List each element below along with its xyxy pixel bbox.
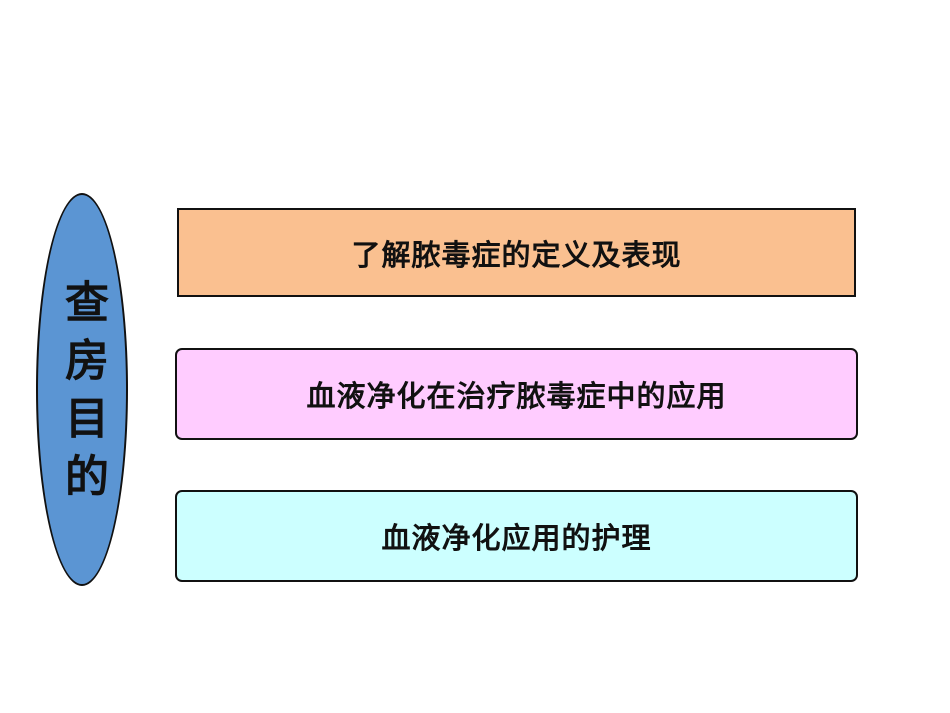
ellipse-title: 查房目的 [57, 278, 108, 511]
purpose-item-label: 了解脓毒症的定义及表现 [351, 237, 682, 272]
purpose-item-blood-purification-application: 血液净化在治疗脓毒症中的应用 [175, 348, 858, 440]
purpose-item-definition: 了解脓毒症的定义及表现 [177, 208, 856, 297]
purpose-item-nursing: 血液净化应用的护理 [175, 490, 858, 582]
purpose-ellipse: 查房目的 [36, 193, 128, 586]
purpose-item-label: 血液净化在治疗脓毒症中的应用 [306, 379, 727, 413]
purpose-item-label: 血液净化应用的护理 [381, 521, 652, 555]
